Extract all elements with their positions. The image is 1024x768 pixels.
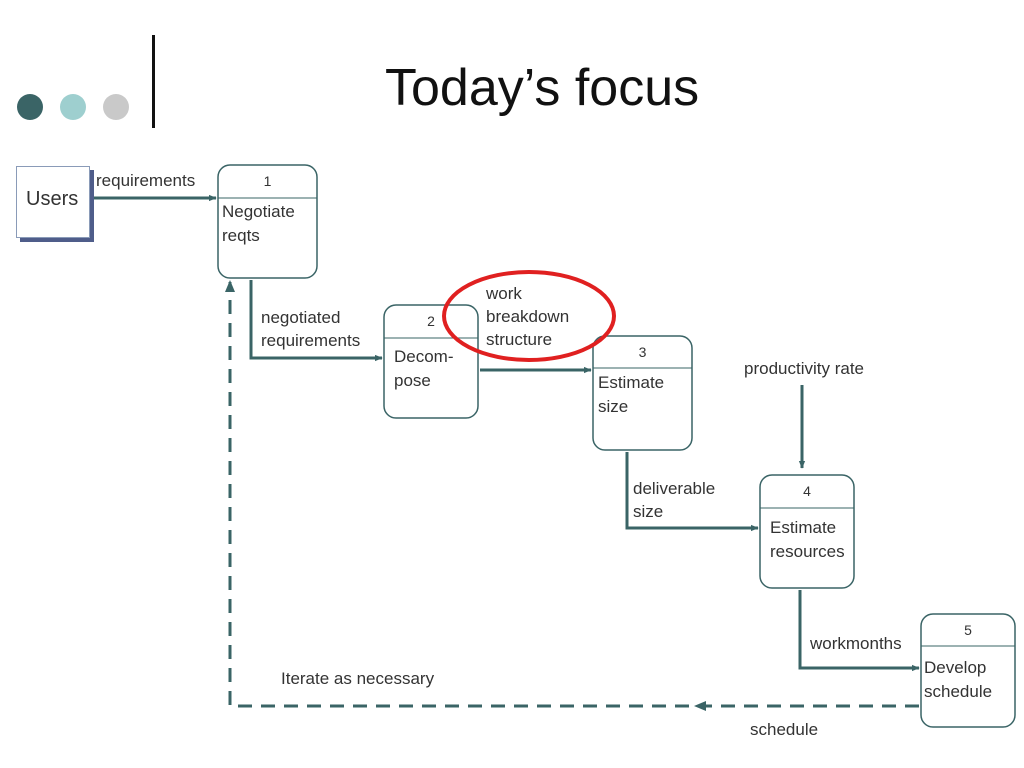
process-5-label: Develop schedule <box>924 658 993 701</box>
process-box-2 <box>383 304 479 419</box>
flow-arrow-deliverable-size <box>625 452 759 532</box>
process-box-1 <box>217 164 318 279</box>
flow-arrow-negotiated-requirements <box>249 280 383 362</box>
flow-label-negotiated-line2: requirements <box>261 331 361 350</box>
flow-label-wbs-line2: breakdown <box>486 307 570 326</box>
flow-label-requirements: requirements <box>96 171 196 190</box>
flow-label-iterate: Iterate as necessary <box>281 669 435 688</box>
flow-arrow-iterate <box>228 282 919 708</box>
iterate-arrowhead-up <box>225 280 235 292</box>
flow-label-wbs-line1: work <box>486 284 522 303</box>
flow-arrow-workmonths <box>798 590 920 672</box>
users-entity-box <box>16 166 90 238</box>
process-3-label: Estimate size <box>598 373 665 416</box>
title-dot-dark <box>17 94 43 120</box>
process-2-id: 2 <box>427 313 435 329</box>
process-1-label: Negotiate reqts <box>222 202 295 245</box>
title-divider <box>152 35 155 128</box>
process-4-label: Estimate resources <box>770 518 845 561</box>
flow-label-deliverable-line1: deliverable <box>633 479 716 498</box>
flow-label-productivity-rate: productivity rate <box>744 359 864 378</box>
highlight-circle <box>442 270 616 362</box>
title-dot-gray <box>103 94 129 120</box>
process-box-3 <box>592 335 693 451</box>
process-4-id: 4 <box>803 483 811 499</box>
process-box-4 <box>759 474 855 589</box>
flow-label-deliverable-line2: size <box>633 502 664 521</box>
users-entity-label: Users <box>26 188 79 210</box>
process-2-label: Decom- pose <box>394 347 454 390</box>
process-5-id: 5 <box>964 622 972 638</box>
slide-title: Today’s focus <box>385 59 700 117</box>
flow-label-workmonths: workmonths <box>810 634 902 653</box>
flow-label-negotiated-line1: negotiated <box>261 308 341 327</box>
flow-label-schedule: schedule <box>750 720 819 739</box>
process-3-id: 3 <box>638 344 647 360</box>
process-1-id: 1 <box>263 173 272 189</box>
iterate-arrowhead-left <box>694 701 706 711</box>
process-box-5 <box>920 613 1016 728</box>
flow-label-wbs-line3: structure <box>486 330 553 349</box>
title-dot-light <box>60 94 86 120</box>
